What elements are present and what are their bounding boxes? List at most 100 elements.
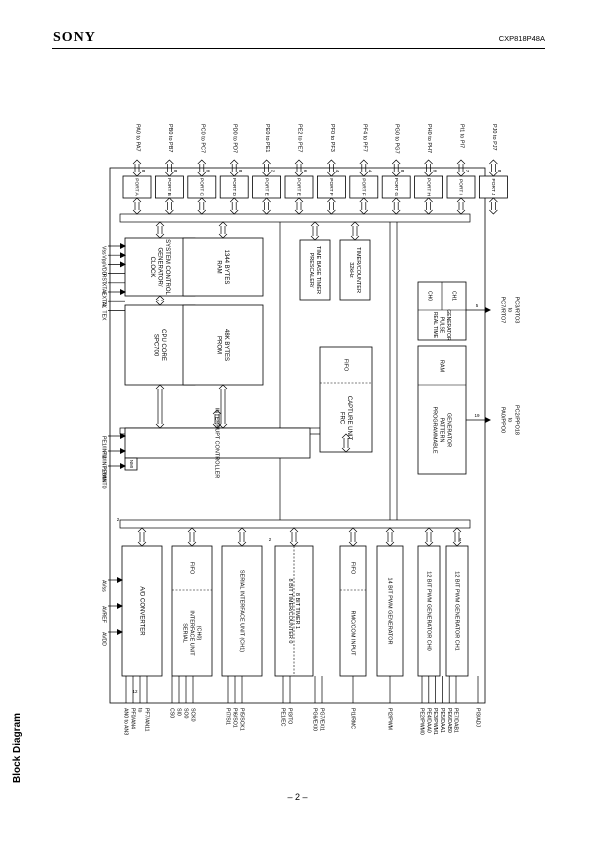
ppg-pin-label: PA0/PPO0 — [500, 407, 506, 433]
bus-connector-arrow — [350, 221, 360, 241]
sio1-pin-label: PI7/SI1 — [225, 708, 231, 725]
brand-logo: SONY — [53, 30, 96, 45]
port-bus-arrow — [359, 197, 369, 215]
bus-connector-arrow — [289, 527, 299, 547]
pwm12-pin-label: PE6/DAB0 — [446, 708, 452, 733]
port-io-arrow — [165, 159, 174, 177]
port-width-label: 8 — [497, 170, 502, 173]
port-width-label: 8 — [238, 170, 243, 173]
ram-label: 1344 BYTES — [223, 250, 229, 285]
pwm12-pin-label: PE7/DAB1 — [453, 708, 459, 733]
prom-label: 48K BYTES — [223, 329, 229, 361]
port-label: PORT F — [328, 178, 334, 195]
left-pin-label: XTAL — [101, 283, 107, 296]
port-bus-arrow — [391, 197, 401, 215]
pwm12-ch0-label: 12 BIT PWM GENERATOR CH0 — [426, 571, 432, 650]
left-pin-label: TEX — [101, 310, 107, 321]
interrupt-controller-block — [124, 427, 311, 459]
left-pin-label: Vss — [101, 246, 107, 255]
pwm14-block — [376, 545, 404, 677]
port-label: PORT F — [361, 178, 367, 195]
port-bus-arrow — [327, 197, 336, 215]
adc-block — [121, 545, 163, 677]
interrupt-pin-label: PI4/INT1/NMI — [101, 451, 107, 482]
rmc-block — [339, 545, 367, 677]
bus-connector-arrow — [348, 527, 358, 547]
pwm12-pin-label: PE2/PWM0 — [419, 708, 425, 735]
adj-pin-label: PI3/ADJ — [475, 708, 481, 727]
top-internal-bus — [119, 213, 471, 223]
frc-capture-block — [319, 346, 373, 453]
port-label: PORT J — [490, 179, 496, 196]
left-pin-label: VDD — [101, 264, 107, 275]
port-pin-label: PJ0 to PJ7 — [491, 124, 497, 151]
pwm12-pin-label: PE4/DAA0 — [425, 708, 431, 733]
nmi-label: NMI — [129, 460, 134, 468]
adc-pin-label: to — [137, 708, 143, 712]
ppg-block — [417, 345, 467, 475]
bus-connector-arrow — [424, 527, 434, 547]
port-bus-arrow — [294, 197, 304, 215]
ppg-ram-label: RAM — [439, 360, 445, 373]
bus-width-label: 5 — [476, 303, 479, 308]
port-width-label: 8 — [432, 170, 437, 173]
sio1-pin-label: PI5/SCK1 — [239, 708, 245, 731]
bus-width-label: 2 — [117, 517, 120, 522]
prescaler-block — [299, 239, 331, 301]
sio0-pin-label: SCK0 — [190, 708, 196, 722]
cpu-label: CPU CORE — [160, 329, 166, 361]
rtp-label: GENERATOR — [445, 309, 451, 341]
ram-label: RAM — [216, 260, 222, 273]
prescaler-label: TIME BASE TIMER — [315, 246, 321, 294]
port-bus-arrow — [424, 197, 433, 215]
ppg-pin-label: to — [507, 418, 513, 423]
clock-label: CLOCK — [149, 257, 155, 278]
ram-block — [182, 237, 264, 297]
bus-connector-arrow — [237, 527, 247, 547]
left-pin-label: RST — [101, 274, 107, 285]
port-io-arrow — [229, 159, 239, 177]
analog-pin-label: AVDD — [101, 632, 107, 646]
sio0-fifo-label: FIFO — [189, 562, 195, 575]
frc-fifo-label: FIFO — [343, 359, 349, 372]
port-io-arrow — [391, 159, 401, 177]
adc-pin-label: AN0 to AN3 — [123, 708, 129, 735]
bus-width-label: 19 — [474, 413, 480, 418]
port-width-label: 8 — [141, 170, 146, 173]
rtp-label: PULSE — [439, 317, 445, 334]
port-io-arrow — [132, 159, 142, 177]
port-pin-label: PB0 to PB7 — [167, 124, 173, 152]
port-bus-arrow — [197, 197, 207, 215]
pwm12-pin-label: PE5/DAA1 — [439, 708, 445, 733]
bus-connector-arrow — [385, 527, 395, 547]
port-io-arrow — [197, 159, 207, 177]
port-io-arrow — [489, 159, 498, 177]
port-label: PORT E — [263, 178, 269, 196]
port-width-label: 8 — [400, 170, 405, 173]
port-label: PORT G — [393, 178, 399, 196]
port-bus-arrow — [262, 197, 271, 215]
port-width-label: 8 — [173, 170, 178, 173]
ppg-pin-label: PC2/PPO18 — [514, 405, 520, 435]
pwm14-pin-label: PI2/PWM — [387, 708, 393, 730]
bus-width-label: 12 — [132, 689, 138, 694]
sio0-label: (CH0) — [196, 626, 202, 641]
cpu-label: SPC700 — [153, 334, 159, 357]
prom-label: PROM — [216, 336, 222, 354]
port-bus-arrow — [165, 197, 174, 215]
left-pin-label: Vpp — [101, 255, 107, 264]
port-pin-label: PE2 to PE7 — [297, 124, 303, 152]
bus-connector-arrow — [218, 384, 228, 429]
timer32k-label: 32kHz — [348, 262, 354, 278]
port-pin-label: PF0 to PF3 — [329, 124, 335, 152]
analog-pin-label: AVREF — [101, 606, 107, 623]
bus-connector-arrow — [155, 384, 165, 429]
bus-connector-arrow — [452, 527, 462, 547]
adc-label: A/D CONVERTER — [138, 586, 144, 636]
port-bus-arrow — [229, 197, 239, 215]
rtp-pin-label: PC3/RTO3 — [514, 297, 520, 324]
tin-pin-label: PG6/EXI0 — [312, 708, 318, 731]
sio1-pin-label: PI6/SO1 — [232, 708, 238, 728]
frc-label: CAPTURE UNIT — [346, 396, 352, 441]
port-label: PORT D — [231, 178, 237, 196]
